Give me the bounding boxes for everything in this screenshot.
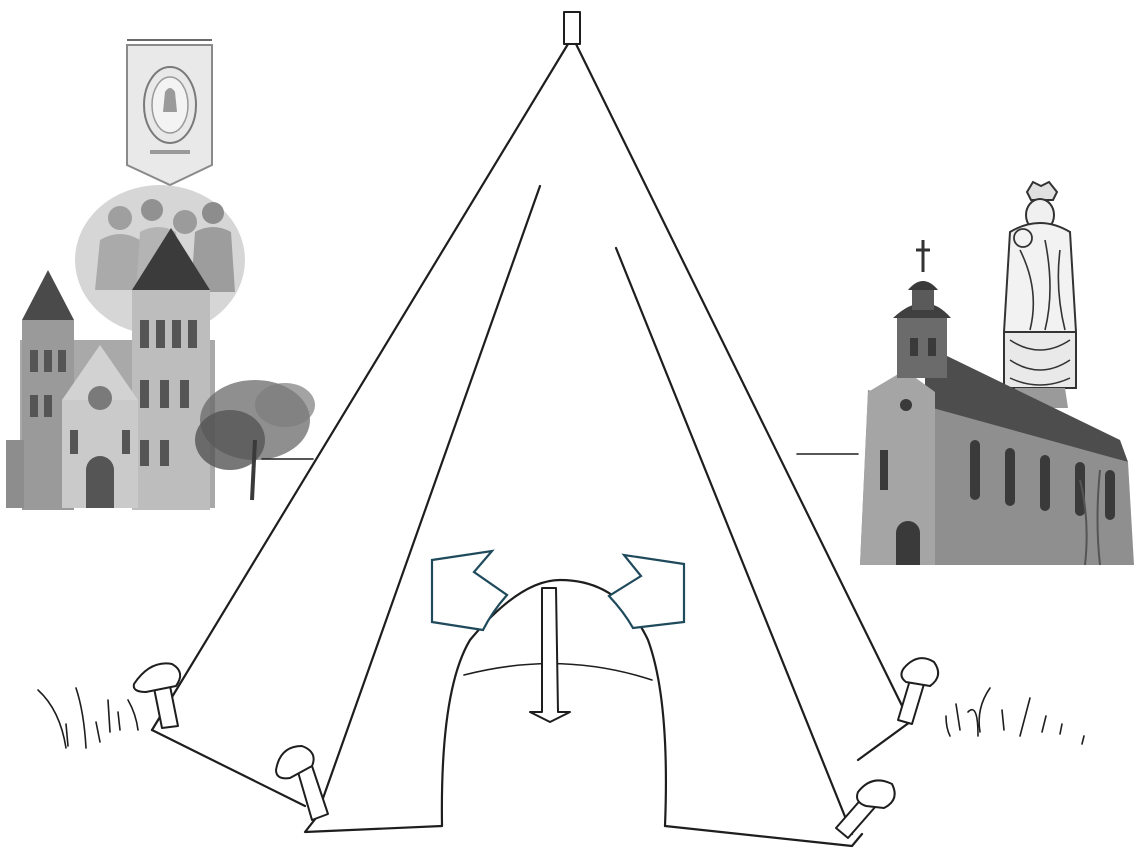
banner bbox=[127, 40, 212, 185]
tent-panel-left bbox=[316, 186, 540, 818]
tent-pole bbox=[530, 588, 570, 722]
tent-panel-right bbox=[616, 248, 852, 834]
left-church-image bbox=[6, 40, 315, 510]
tent-top-flag bbox=[564, 12, 580, 44]
arrow-left-outward bbox=[432, 551, 507, 630]
arrow-right-outward bbox=[609, 555, 684, 628]
baroque-church bbox=[860, 240, 1134, 565]
right-church-image bbox=[860, 182, 1134, 565]
grass-right bbox=[946, 688, 1084, 744]
tent-outer-right bbox=[576, 44, 910, 722]
madonna-statue bbox=[1004, 182, 1076, 408]
peg-right-front bbox=[836, 780, 895, 838]
tent-hem-front-left bbox=[305, 818, 442, 832]
grass-left bbox=[38, 688, 138, 748]
tent-hem-right-outer bbox=[858, 722, 910, 760]
peg-left-front bbox=[276, 746, 328, 820]
tent-hem-front-right bbox=[665, 826, 862, 846]
peg-right-back bbox=[898, 658, 938, 724]
arrows bbox=[432, 551, 684, 630]
